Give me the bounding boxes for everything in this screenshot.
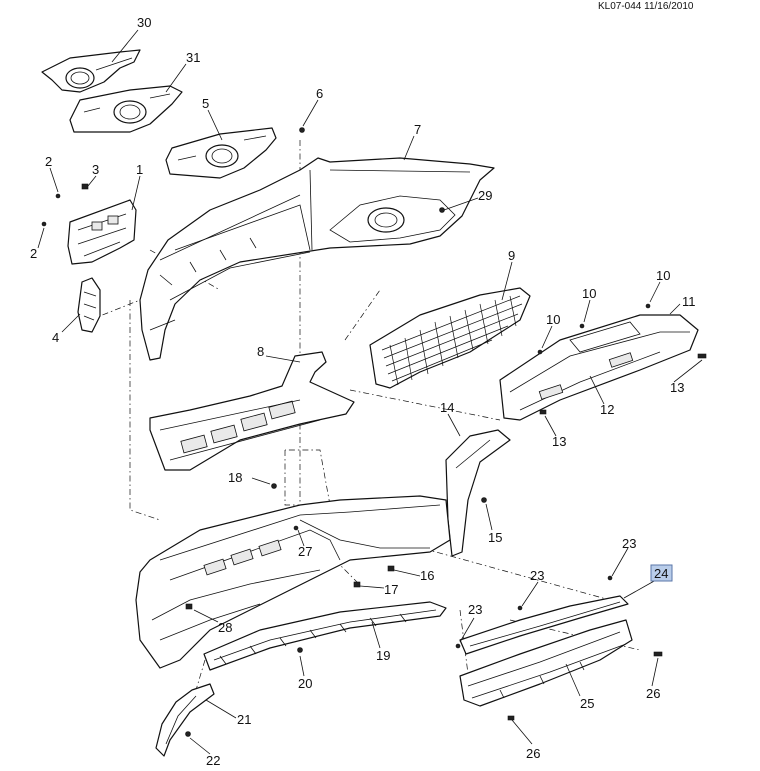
callout-21[interactable]: 21: [237, 712, 251, 727]
callout-25[interactable]: 25: [580, 696, 594, 711]
callout-31[interactable]: 31: [186, 50, 200, 65]
callout-2-upper[interactable]: 2: [45, 154, 52, 169]
callout-5[interactable]: 5: [202, 96, 209, 111]
callout-26-right[interactable]: 26: [646, 686, 660, 701]
callout-7[interactable]: 7: [414, 122, 421, 137]
callouts: 30 31 5 6 7 2 3 1 2 4 29 9 8 10 11 10 10…: [30, 15, 696, 768]
part-21-side-deflector[interactable]: [155, 683, 215, 757]
part-30-fog-lamp-bezel[interactable]: [41, 49, 141, 93]
part-7-front-fascia-upper[interactable]: [139, 157, 495, 361]
part-8-energy-absorber[interactable]: [149, 351, 355, 471]
callout-1[interactable]: 1: [136, 162, 143, 177]
callout-20[interactable]: 20: [298, 676, 312, 691]
callout-10-left[interactable]: 10: [546, 312, 560, 327]
part-5-fog-lamp-bracket-right[interactable]: [165, 127, 277, 179]
callout-10-middle[interactable]: 10: [582, 286, 596, 301]
callout-3[interactable]: 3: [92, 162, 99, 177]
part-11-reinforcement-bar[interactable]: [499, 314, 699, 421]
part-lower-front-fascia[interactable]: [135, 495, 451, 669]
part-25-impact-bar[interactable]: [459, 619, 633, 707]
part-4-side-bracket[interactable]: [77, 277, 101, 333]
callout-29[interactable]: 29: [478, 188, 492, 203]
callout-11[interactable]: 11: [682, 294, 696, 309]
callout-24-highlight: [650, 564, 673, 582]
callout-17[interactable]: 17: [384, 582, 398, 597]
callout-4[interactable]: 4: [52, 330, 59, 345]
callout-6[interactable]: 6: [316, 86, 323, 101]
callout-23-middle[interactable]: 23: [530, 568, 544, 583]
part-24-impact-bar-seal[interactable]: [459, 595, 629, 655]
diagram-code: KL07-044 11/16/2010: [598, 1, 694, 12]
callout-2-lower[interactable]: 2: [30, 246, 37, 261]
callout-15[interactable]: 15: [488, 530, 502, 545]
part-9-grille[interactable]: [369, 287, 531, 389]
callout-28[interactable]: 28: [218, 620, 232, 635]
fasteners: [41, 127, 707, 737]
part-19-lower-deflector[interactable]: [203, 601, 447, 671]
callout-19[interactable]: 19: [376, 648, 390, 663]
callout-13-left[interactable]: 13: [552, 434, 566, 449]
callout-27[interactable]: 27: [298, 544, 312, 559]
callout-9[interactable]: 9: [508, 248, 515, 263]
part-31-fog-lamp-bracket[interactable]: [69, 85, 183, 133]
callout-13-right[interactable]: 13: [670, 380, 684, 395]
callout-14[interactable]: 14: [440, 400, 454, 415]
callout-30[interactable]: 30: [137, 15, 151, 30]
part-1-bracket[interactable]: [67, 199, 137, 265]
callout-24[interactable]: 24: [654, 566, 668, 581]
callout-16[interactable]: 16: [420, 568, 434, 583]
callout-12[interactable]: 12: [600, 402, 614, 417]
callout-8[interactable]: 8: [257, 344, 264, 359]
callout-18[interactable]: 18: [228, 470, 242, 485]
callout-23-right[interactable]: 23: [622, 536, 636, 551]
callout-23-left[interactable]: 23: [468, 602, 482, 617]
callout-26-left[interactable]: 26: [526, 746, 540, 761]
callout-10-right[interactable]: 10: [656, 268, 670, 283]
leader-lines: [37, 29, 703, 755]
callout-22[interactable]: 22: [206, 753, 220, 768]
